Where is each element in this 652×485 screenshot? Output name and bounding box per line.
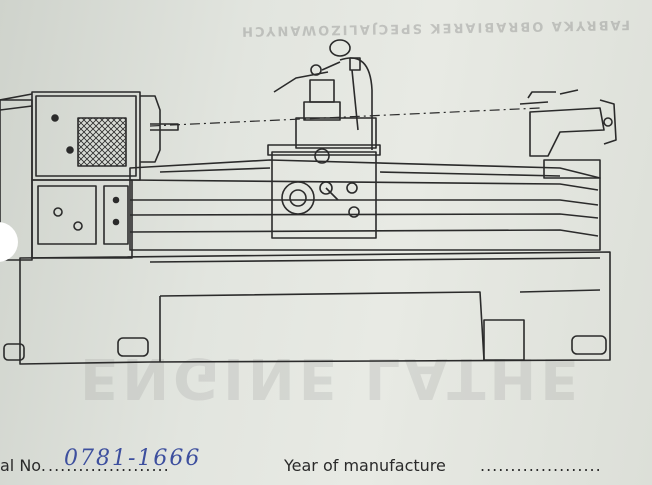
year-of-manufacture-dotted-line: .................... [480, 456, 602, 475]
serial-number-label: al No. [0, 456, 46, 475]
carriage-apron [267, 144, 381, 239]
serial-number-handwritten: 0781-1666 [64, 446, 202, 471]
center-line [149, 107, 541, 127]
lathe-bed [129, 159, 601, 251]
tailstock [519, 89, 617, 179]
serial-and-year-row: al No. .................... 0781-1666 Ye… [0, 446, 652, 480]
tool-post [273, 39, 377, 150]
lathe-base [3, 251, 611, 365]
serial-number-dotted-line: .................... [48, 456, 170, 475]
headstock [0, 91, 179, 261]
engine-lathe-illustration [0, 39, 617, 365]
year-of-manufacture-label: Year of manufacture [284, 456, 446, 475]
edge-overlay-circle [0, 222, 18, 262]
